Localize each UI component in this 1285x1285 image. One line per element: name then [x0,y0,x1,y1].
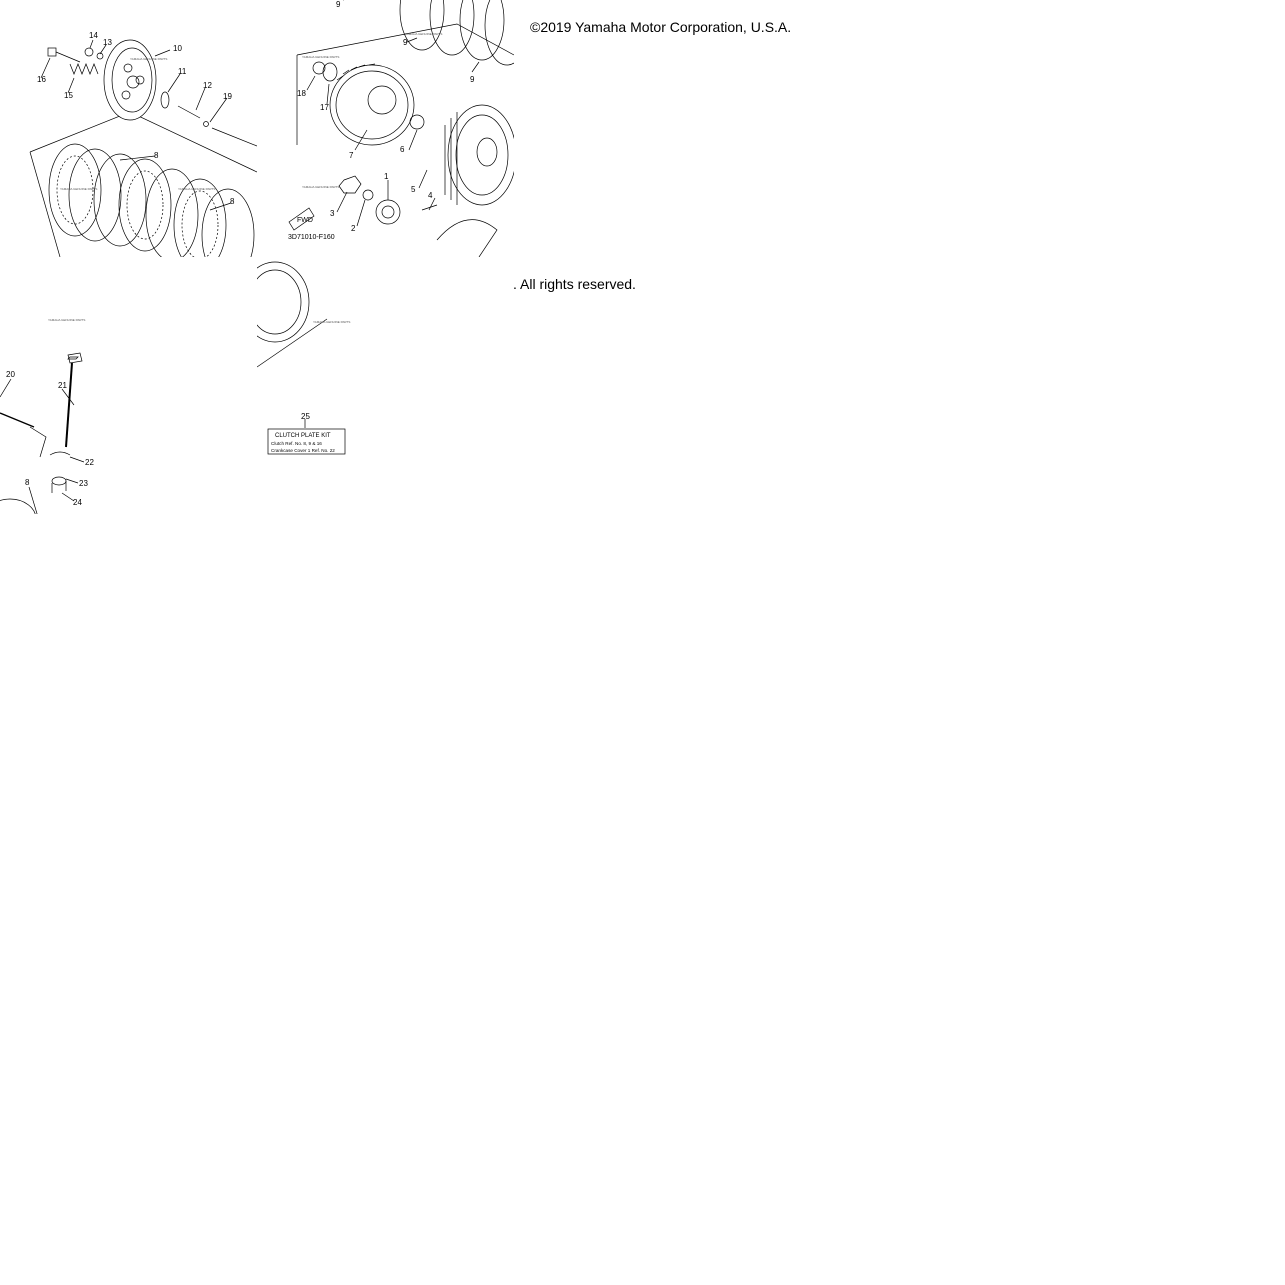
washer-icon [84,47,94,57]
diagram-tile-clutch-housing: FWD 3D71010-F160 9 9 9 18 17 7 6 5 4 1 3… [257,0,514,257]
note-2: YAMAHA GENUINE PARTS [60,187,97,191]
bearing-icon [160,91,170,109]
kit-line-1: Clutch Ref. No. 8, 9 & 16 [271,441,322,446]
friction-plate-stack-icon [48,143,255,257]
push-rod-icon [177,105,201,119]
clutch-spring-icon [69,63,99,75]
note-8: YAMAHA GENUINE PARTS [313,320,350,324]
diagram-tile-pressure-plate: 14 13 10 11 12 19 16 15 8 8 YAMAHA GENUI… [0,0,257,257]
callout-5: 5 [411,185,416,194]
callout-19: 19 [223,92,232,101]
callout-3: 3 [330,209,335,218]
callout-14: 14 [89,31,98,40]
oil-seal-icon [49,451,71,456]
callout-23: 23 [79,479,88,488]
thrust-washer-icon [409,114,425,130]
key-icon [421,204,438,211]
callout-13: 13 [103,38,112,47]
callout-1: 1 [384,172,389,181]
push-rod-long-icon [0,412,35,428]
bolt-icon [47,47,81,63]
rights-reserved-text: . All rights reserved. [513,276,636,292]
callout-11: 11 [178,67,187,76]
clutch-boss-icon [329,63,415,146]
callout-24: 24 [73,498,82,507]
nut-icon [338,175,362,194]
friction-plate-icon [257,261,310,343]
figure-code: 3D71010-F160 [288,234,335,241]
kit-title: CLUTCH PLATE KIT [275,433,331,439]
callout-6: 6 [400,145,405,154]
callout-12: 12 [203,81,212,90]
callout-22: 22 [85,458,94,467]
callout-9a: 9 [336,0,341,9]
push-rod-long-icon [211,127,257,147]
callout-4: 4 [428,191,433,200]
washer-icon [96,52,104,60]
callout-8c: 8 [25,478,30,487]
callout-9c: 9 [470,75,475,84]
callout-7: 7 [349,151,354,160]
diagram-tile-plate-kit: YAMAHA GENUINE PARTS 25 CLUTCH PLATE KIT… [257,257,514,514]
callout-8a: 8 [154,151,159,160]
bearing-icon [51,476,67,486]
callout-25: 25 [301,412,310,421]
callout-16: 16 [37,75,46,84]
callout-15: 15 [64,91,73,100]
note-4: YAMAHA GENUINE PARTS [302,55,339,59]
note-5: YAMAHA GENUINE PARTS [405,32,442,36]
callout-10: 10 [173,44,182,53]
push-lever-shaft-icon [65,352,83,448]
callout-2: 2 [351,224,356,233]
note-3: YAMAHA GENUINE PARTS [178,187,215,191]
note-7: YAMAHA GENUINE PARTS [48,318,85,322]
pressure-plate-icon [103,39,157,121]
note-1: YAMAHA GENUINE PARTS [130,57,167,61]
fwd-label: FWD [297,217,313,224]
fwd-arrow-icon: FWD [288,207,315,231]
clutch-housing-icon [444,104,514,206]
ball-icon [203,121,209,127]
callout-8b: 8 [230,197,235,206]
callout-18: 18 [297,89,306,98]
note-6: YAMAHA GENUINE PARTS [302,185,339,189]
callout-21: 21 [58,381,67,390]
clutch-plate-kit-box: 25 CLUTCH PLATE KIT Clutch Ref. No. 8, 9… [267,412,346,455]
lock-washer-icon [362,189,374,201]
primary-gear-icon [375,199,401,225]
copyright-text: ©2019 Yamaha Motor Corporation, U.S.A. [530,19,792,35]
kit-line-2: Crankcase Cover 1 Ref. No. 22 [271,448,335,453]
diagram-tile-push-lever: YAMAHA GENUINE PARTS 20 21 22 23 24 8 [0,257,257,514]
callout-20: 20 [6,370,15,379]
callout-9b: 9 [403,38,408,47]
circlip-icon [322,62,338,82]
callout-17: 17 [320,103,329,112]
conical-washer-icon [312,61,326,75]
